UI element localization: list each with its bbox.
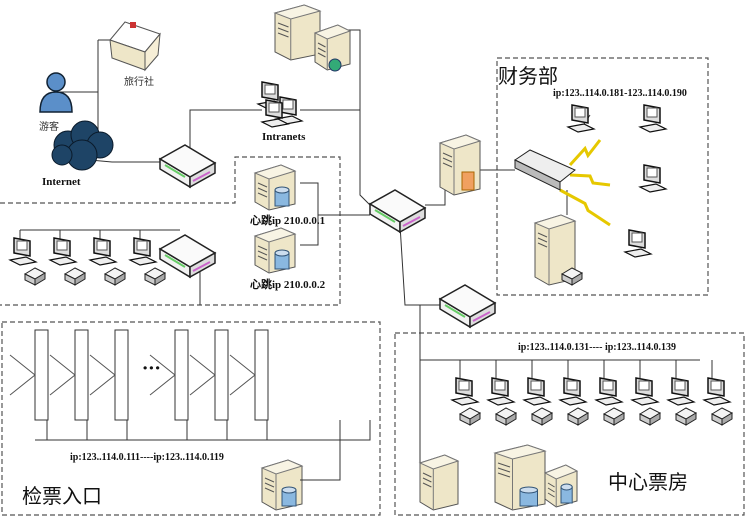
- ticket-center-pc: [522, 377, 552, 406]
- lan-pc: [88, 237, 118, 266]
- internet-router: [158, 144, 217, 189]
- finance-pc: [566, 104, 596, 133]
- ticket-center-printer: [602, 407, 626, 426]
- heartbeat-server-1-label: 心跳ip 210.0.0.1: [250, 215, 326, 227]
- tourist-label: 游客: [39, 122, 59, 133]
- connection-line: [399, 224, 440, 306]
- ticket-center-pc: [666, 377, 696, 406]
- core-switch: [368, 189, 427, 234]
- lan-pc: [48, 237, 78, 266]
- heartbeat-link: [300, 182, 319, 246]
- ticket-center-printer: [710, 407, 734, 426]
- turnstile-gate: [189, 329, 229, 421]
- finance-title: 财务部: [498, 64, 558, 88]
- lan-printer: [143, 267, 167, 286]
- lan-pc: [128, 237, 158, 266]
- finance-pc: [638, 104, 668, 133]
- center-bus-line: [419, 304, 700, 361]
- finance-pc: [623, 229, 653, 258]
- finance-server: [533, 214, 577, 286]
- finance-printer: [560, 267, 584, 286]
- ticket-center-pc: [630, 377, 660, 406]
- ticket-center-box: [394, 332, 745, 516]
- turnstile-gate: [89, 329, 129, 421]
- intranet-pc: [260, 99, 290, 128]
- finance-pc: [638, 164, 668, 193]
- lan-pc: [8, 237, 38, 266]
- finance-hub: [513, 149, 576, 191]
- ticket-center-switch: [438, 284, 497, 329]
- application-server: [313, 24, 352, 71]
- web-server: [273, 4, 322, 61]
- connection-line: [359, 110, 371, 206]
- lan-printer: [63, 267, 87, 286]
- turnstile-gate: [229, 329, 269, 421]
- ticket-center-pc: [486, 377, 516, 406]
- orange-panel: [461, 171, 475, 191]
- lan-switch: [158, 234, 217, 279]
- database-icon: [560, 483, 573, 504]
- ticket-center-pc: [450, 377, 480, 406]
- ticket-center-printer: [494, 407, 518, 426]
- heartbeat-server-2-label: 心跳ip 210.0.0.2: [250, 279, 326, 291]
- ticket-center-pc: [594, 377, 624, 406]
- turnstile-gate: [49, 329, 89, 421]
- ticket-center-printer: [458, 407, 482, 426]
- ticket-center-storage-server: [418, 454, 460, 511]
- tourist-person-icon: [39, 72, 73, 113]
- finance-ip-range: ip:123..114.0.181-123..114.0.190: [553, 88, 687, 99]
- internet-label: Internet: [42, 176, 81, 188]
- ticket-center-printer: [530, 407, 554, 426]
- gate-bus-line: [35, 420, 371, 441]
- lan-printer: [23, 267, 47, 286]
- ticket-center-printer: [566, 407, 590, 426]
- more-gates-ellipsis: ···: [142, 358, 161, 379]
- gate-title: 检票入口: [22, 484, 102, 508]
- center-title: 中心票房: [608, 470, 688, 494]
- wireless-link-icon: [559, 188, 611, 227]
- travel-agency-house-icon: [109, 21, 161, 72]
- ticket-gate-box: [1, 321, 381, 516]
- center-ip-range: ip:123..114.0.131---- ip:123..114.0.139: [518, 342, 677, 353]
- travel-agency-label: 旅行社: [124, 77, 154, 88]
- globe-icon: [328, 58, 342, 72]
- turnstile-gate: [149, 329, 189, 421]
- connection-line: [300, 420, 341, 481]
- gate-ip-range: ip:123..114.0.111----ip:123..114.0.119: [70, 452, 224, 463]
- lan-printer: [103, 267, 127, 286]
- intranets-label: Intranets: [262, 131, 306, 143]
- ticket-center-printer: [674, 407, 698, 426]
- turnstile-gate: [9, 329, 49, 421]
- connection-line: [300, 29, 361, 111]
- database-icon: [274, 186, 290, 207]
- ticket-center-printer: [638, 407, 662, 426]
- ticket-center-pc: [702, 377, 732, 406]
- database-icon: [519, 486, 538, 507]
- wireless-link-icon: [569, 173, 611, 187]
- database-icon: [274, 249, 290, 270]
- finance-department-box: [496, 57, 709, 296]
- database-icon: [281, 486, 297, 507]
- lan-group-boundary: [0, 156, 341, 306]
- internet-cloud-icon: [51, 120, 114, 171]
- ticket-center-pc: [558, 377, 588, 406]
- wireless-link-icon: [568, 139, 602, 167]
